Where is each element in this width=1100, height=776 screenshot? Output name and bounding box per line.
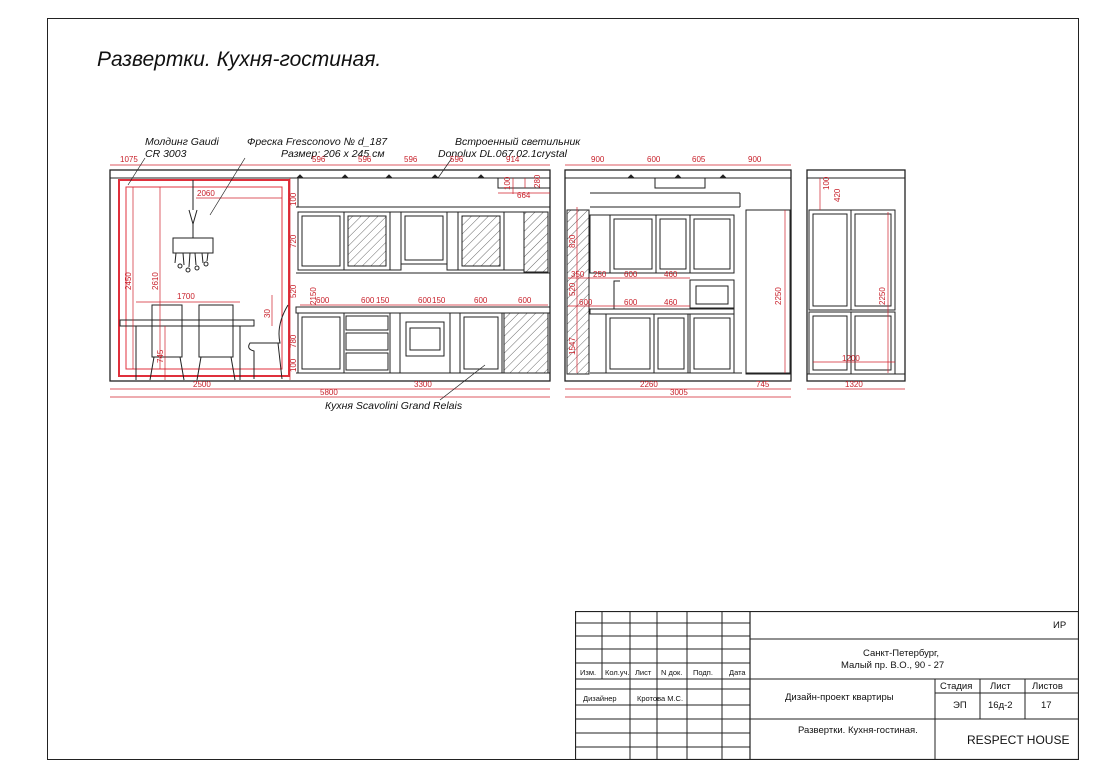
tb-sheet-label: Лист	[990, 681, 1011, 692]
dim-label: 350	[571, 270, 585, 279]
leader-lines	[127, 157, 486, 401]
dim-label: 600	[418, 296, 432, 305]
tb-stage-label: Стадия	[940, 681, 973, 692]
tb-col-podp: Подп.	[693, 668, 713, 677]
dim-label: 600	[316, 296, 330, 305]
dim-label: 1320	[845, 380, 863, 389]
drawing-sheet-frame	[47, 18, 1079, 760]
dim-label: 3300	[414, 380, 432, 389]
dim-label: 600	[647, 155, 661, 164]
molding-note-line1: Молдинг Gaudi	[145, 136, 219, 148]
tb-col-data: Дата	[729, 668, 746, 677]
tb-col-kolvo: Кол.уч.	[605, 668, 630, 677]
dim-label: 1547	[568, 337, 577, 355]
wall-2-dimension-lines	[565, 164, 791, 398]
wall-1-dimension-lines	[110, 164, 550, 398]
dim-label: 100	[822, 176, 831, 190]
light-note-line1: Встроенный светильник	[455, 136, 581, 148]
tb-role: Дизайнер	[583, 694, 617, 703]
wall-3-elevation	[806, 169, 906, 382]
dim-label: 2610	[151, 272, 160, 290]
dim-label: 2250	[774, 287, 783, 305]
wall-3-dimension-lines	[807, 178, 905, 390]
dim-label: 600	[518, 296, 532, 305]
title-block: ИР Санкт-Петербург, Малый пр. В.О., 90 -…	[575, 611, 1079, 760]
dim-label: 780	[289, 334, 298, 348]
dim-label: 914	[506, 155, 520, 164]
dim-label: 100	[289, 358, 298, 372]
molding-note-line2: CR 3003	[145, 148, 187, 160]
dim-label: 2450	[124, 272, 133, 290]
tb-drawing-name: Развертки. Кухня-гостиная.	[798, 725, 918, 736]
dim-label: 150	[376, 296, 390, 305]
tb-sheets: 17	[1041, 700, 1052, 711]
dim-label: 5800	[320, 388, 338, 397]
dim-label: 596	[312, 155, 326, 164]
sheet-title: Развертки. Кухня-гостиная.	[97, 48, 382, 71]
dim-label: 520	[568, 282, 577, 296]
dim-label: 900	[748, 155, 762, 164]
dim-label: 596	[404, 155, 418, 164]
tb-sheet: 16д-2	[988, 700, 1013, 711]
dim-label: 720	[289, 234, 298, 248]
dim-label: 2250	[878, 287, 887, 305]
wall-2-elevation	[564, 169, 792, 382]
title-block-grid	[575, 611, 1079, 760]
tb-code: ИР	[1053, 620, 1067, 631]
wall-1-elevation	[109, 169, 551, 382]
dim-label: 250	[593, 270, 607, 279]
dim-label: 2500	[193, 380, 211, 389]
tb-col-ndoc: N док.	[661, 668, 683, 677]
dim-label: 596	[450, 155, 464, 164]
dim-label: 460	[664, 298, 678, 307]
dim-label: 100	[503, 176, 512, 190]
dim-label: 420	[833, 188, 842, 202]
dim-label: 820	[568, 234, 577, 248]
kitchen-note: Кухня Scavolini Grand Relais	[325, 400, 463, 412]
dim-label: 745	[756, 380, 770, 389]
dim-label: 745	[156, 349, 165, 363]
dim-label: 600	[624, 270, 638, 279]
dim-label: 2150	[309, 287, 318, 305]
tb-company: RESPECT HOUSE	[967, 733, 1070, 747]
dim-label: 2060	[197, 189, 215, 198]
dim-label: 1200	[842, 354, 860, 363]
dim-label: 600	[579, 298, 593, 307]
dim-label: 600	[361, 296, 375, 305]
dim-label: 596	[358, 155, 372, 164]
dim-label: 150	[432, 296, 446, 305]
tb-city: Санкт-Петербург,	[863, 648, 939, 659]
dim-label: 900	[591, 155, 605, 164]
dim-label: 600	[624, 298, 638, 307]
tb-address: Малый пр. В.О., 90 - 27	[841, 660, 945, 671]
tb-project: Дизайн-проект квартиры	[785, 692, 894, 703]
dim-label: 1700	[177, 292, 195, 301]
tb-sheets-label: Листов	[1032, 681, 1063, 692]
dim-label: 280	[533, 174, 542, 188]
fresco-note-line2: Размер: 206 х 245 см	[281, 148, 385, 160]
dim-label: 600	[474, 296, 488, 305]
dim-label: 2260	[640, 380, 658, 389]
tb-col-izm: Изм.	[580, 668, 597, 677]
dim-label: 664	[517, 191, 531, 200]
dim-label: 1075	[120, 155, 138, 164]
dim-label: 520	[289, 284, 298, 298]
dim-label: 605	[692, 155, 706, 164]
tb-person: Кротова М.С.	[637, 694, 684, 703]
dim-label: 460	[664, 270, 678, 279]
dim-label: 3005	[670, 388, 688, 397]
dim-label: 100	[289, 192, 298, 206]
fresco-note-line1: Фреска Fresconovo № d_187	[247, 136, 388, 148]
tb-stage: ЭП	[953, 700, 967, 711]
dim-label: 30	[263, 309, 272, 318]
tb-col-list: Лист	[635, 668, 652, 677]
light-note-line2: Donolux DL.067.02.1crystal	[438, 148, 567, 160]
